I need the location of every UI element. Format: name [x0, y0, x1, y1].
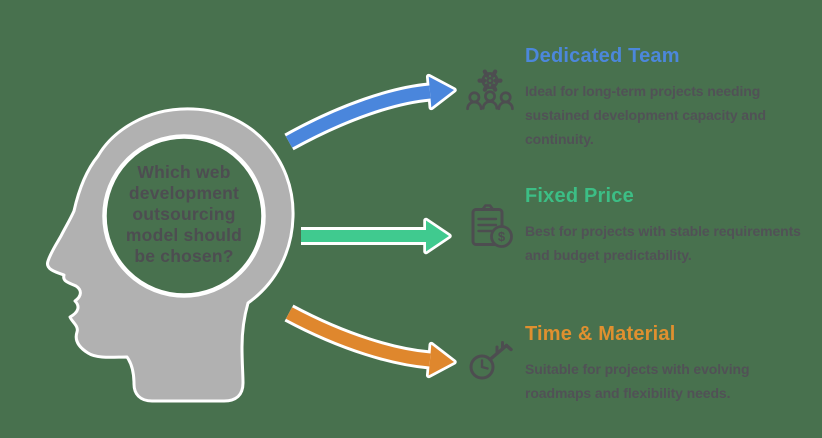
- green-straight-arrow: [301, 217, 452, 255]
- option-description: Ideal for long-term projects needing sus…: [525, 83, 766, 147]
- question-line: outsourcing: [132, 204, 236, 224]
- option-title: Time & Material: [525, 323, 676, 345]
- question-line: development: [128, 183, 240, 203]
- head-question: Which web development outsourcing model …: [102, 162, 266, 267]
- head-silhouette: [45, 107, 295, 403]
- question-line: be chosen?: [134, 246, 234, 266]
- dollar-symbol: $: [498, 229, 506, 244]
- question-line: Which web: [137, 162, 231, 182]
- key-clock-icon: [466, 338, 516, 389]
- question-line: model should: [125, 225, 243, 245]
- option-fixed-price: $ Fixed Price Best for projects with sta…: [462, 184, 812, 267]
- option-dedicated-team: Dedicated Team Ideal for long-term proje…: [462, 44, 812, 151]
- brain-circle: [102, 134, 266, 298]
- option-title: Dedicated Team: [525, 45, 680, 67]
- option-description: Best for projects with stable requiremen…: [525, 223, 801, 263]
- blue-curved-arrow: [284, 73, 457, 151]
- orange-curved-arrow: [284, 304, 457, 379]
- team-gear-icon: [466, 68, 514, 117]
- option-description: Suitable for projects with evolving road…: [525, 361, 750, 401]
- option-time-material: Time & Material Suitable for projects wi…: [462, 322, 812, 405]
- invoice-dollar-icon: $: [466, 204, 516, 255]
- option-title: Fixed Price: [525, 185, 634, 207]
